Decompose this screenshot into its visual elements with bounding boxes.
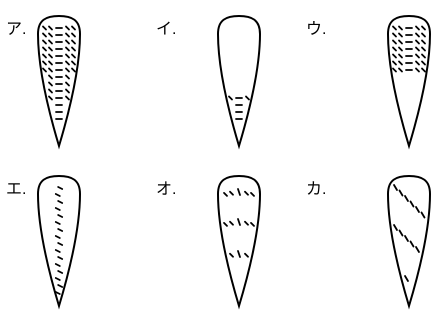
leaf-outline-i (218, 16, 260, 146)
label-o: オ. (156, 181, 176, 198)
figure-ka: カ. (306, 176, 430, 306)
figure-a: ア. (6, 16, 80, 146)
label-ka: カ. (306, 181, 326, 198)
figure-o: オ. (156, 176, 260, 306)
label-a: ア. (6, 21, 26, 38)
label-u: ウ. (306, 20, 326, 38)
label-i: イ. (156, 21, 176, 38)
figure-i: イ. (156, 16, 260, 146)
figure-e: エ. (6, 176, 80, 306)
leaf-outline-ka (388, 176, 430, 306)
label-e: エ. (6, 181, 26, 198)
figure-u: ウ. (306, 16, 430, 146)
